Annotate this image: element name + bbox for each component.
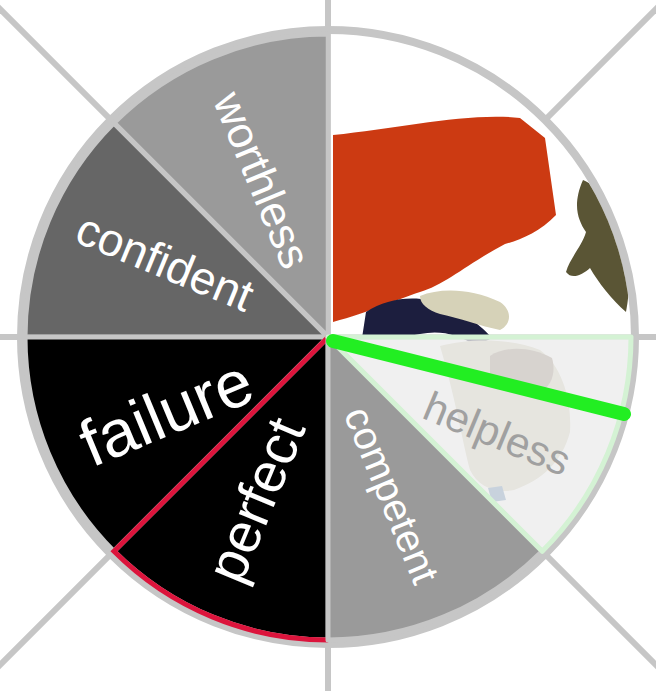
dark-figure xyxy=(566,180,630,312)
sector-fill xyxy=(328,337,631,551)
sector-fill xyxy=(25,123,328,337)
divider-lines-inner xyxy=(328,30,635,337)
sector-fill xyxy=(114,337,328,640)
beige-shape xyxy=(420,291,509,330)
wheel-rim xyxy=(21,30,635,644)
highlight-outline xyxy=(114,337,328,640)
